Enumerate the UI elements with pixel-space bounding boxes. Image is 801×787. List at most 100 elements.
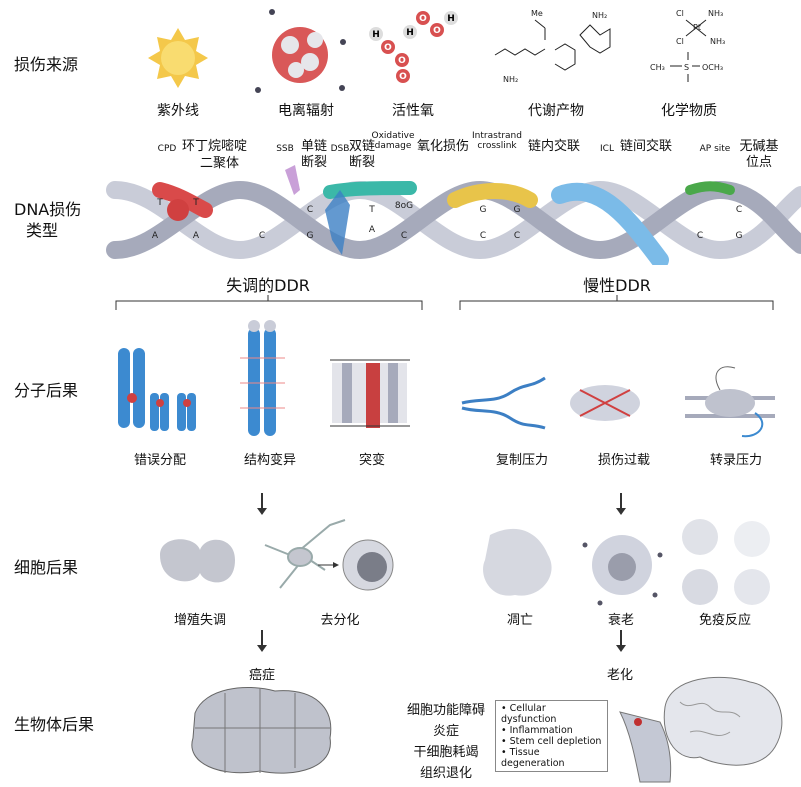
cell-apoptosis: 凋亡 [506,613,534,628]
ddr-dysregulated: 失调的DDR [226,276,310,295]
svg-text:H: H [406,28,414,38]
dedifferentiating-cell-icon [264,519,346,589]
immune-cells-icon [682,519,770,605]
ddr-brackets [115,295,774,310]
intrastrand-lesion [447,183,538,208]
svg-text:NH₃: NH₃ [710,37,725,46]
damage-icl-label: 链间交联 [620,139,673,154]
mutation-icon [330,359,410,428]
mol-damage-overload: 损伤过载 [597,453,651,468]
cell-immune-response: 免疫反应 [698,613,752,628]
svg-text:H: H [372,30,380,40]
list-item: • Inflammation [501,725,573,736]
list-item: 干细胞耗竭 [413,745,479,760]
damage-intrastrand-label: 链内交联 [528,139,581,154]
transcription-stress-icon [685,366,775,438]
list-item: • Tissue degeneration [501,747,565,769]
sun-icon [148,28,208,88]
source-ros: 活性氧 [392,103,434,119]
row-label-source: 损伤来源 [14,55,79,74]
svg-text:O: O [399,72,407,82]
svg-text:G: G [736,231,743,241]
arrow-down-icon [616,630,626,652]
cell-senescence: 衰老 [607,613,635,628]
svg-text:OCH₃: OCH₃ [702,63,723,72]
damage-dsb-abbr: DSB [330,144,350,154]
damage-ssb-label: 单链断裂 [300,139,327,170]
svg-text:G: G [514,205,521,215]
chem-bonds [670,19,707,82]
source-illustrations: H O H O O H O O Me NH₂ NH₂ Cl NH₃ Pt Cl … [148,9,725,93]
molecular-illustrations [118,320,775,438]
source-metabolites: 代谢产物 [528,103,584,119]
organismal-list-zh: 细胞功能障碍 炎症 干细胞耗竭 组织退化 [400,700,492,784]
svg-text:A: A [152,231,159,241]
arrow-down-icon [257,493,267,515]
ros-molecules-icon: H O H O O H O O [369,11,458,83]
row-label-dna-damage-1: DNA损伤 [14,200,82,219]
svg-text:G: G [307,231,314,241]
ap-lesion [685,181,735,195]
svg-text:C: C [480,231,486,241]
list-item: • Cellular dysfunction [501,703,557,725]
svg-text:H: H [447,14,455,24]
svg-text:O: O [384,43,392,53]
row-label-cellular: 细胞后果 [14,558,79,577]
svg-text:C: C [514,231,520,241]
damage-oxidative-label: 氧化损伤 [417,139,470,154]
dsb-break [325,190,350,255]
tumor-tissue-icon [191,686,332,774]
structural-variant-chromosome-icon [240,320,285,436]
list-item: • Stem cell depletion [501,736,602,747]
dividing-cell-icon [160,539,235,583]
svg-text:A: A [193,231,200,241]
damage-ap-label: 无碱基位点 [739,139,779,170]
svg-text:Cl: Cl [676,9,684,18]
svg-text:O: O [433,26,441,36]
damage-cpd-label-2: 二聚体 [200,156,240,171]
arrow-down-icon [257,630,267,652]
chromosome-missegregation-icon [118,348,196,431]
svg-text:Me: Me [531,9,543,18]
list-item: 组织退化 [419,766,472,781]
row-label-dna-damage-2: 类型 [26,221,59,240]
svg-text:T: T [156,198,163,208]
source-ionizing: 电离辐射 [278,103,334,119]
svg-text:G: G [480,205,487,215]
mol-mutation: 突变 [358,453,386,468]
apoptotic-cell-icon [483,528,552,596]
damage-cpd-label-1: 环丁烷嘧啶 [182,139,248,154]
svg-text:C: C [307,205,313,215]
mol-replication-stress: 复制压力 [495,453,549,468]
mol-structural-variant: 结构变异 [243,453,297,468]
damage-icl-abbr: ICL [600,144,614,154]
mol-missegregation: 错误分配 [133,453,187,468]
cpd-lesion [152,182,213,218]
svg-text:T: T [192,198,199,208]
svg-text:S: S [684,63,689,72]
mol-transcription-stress: 转录压力 [709,453,763,468]
svg-text:8oG: 8oG [395,201,413,211]
row-label-organismal: 生物体后果 [14,715,95,734]
list-item: 细胞功能障碍 [406,703,485,718]
svg-text:C: C [259,231,265,241]
svg-text:A: A [369,225,376,235]
cell-proliferation: 增殖失调 [173,613,227,628]
outcome-cancer: 癌症 [248,668,276,683]
chem-labels: Me NH₂ NH₂ Cl NH₃ Pt Cl NH₃ CH₃ S OCH₃ [503,9,725,84]
row-label-molecular: 分子后果 [14,381,79,400]
svg-text:C: C [697,231,703,241]
svg-text:CH₃: CH₃ [650,63,665,72]
radiation-atom-icon [255,9,346,93]
source-chemicals: 化学物质 [661,103,717,119]
cell-dedifferentiation: 去分化 [320,613,360,628]
organismal-list-en: • Cellular dysfunction • Inflammation • … [495,700,608,772]
brain-and-bone-icon [619,676,783,783]
list-item: 炎症 [432,724,459,739]
svg-text:NH₂: NH₂ [592,11,607,20]
source-uv: 紫外线 [157,103,199,119]
metabolite-structure-icon [494,19,611,71]
oxidative-lesion [323,181,417,199]
